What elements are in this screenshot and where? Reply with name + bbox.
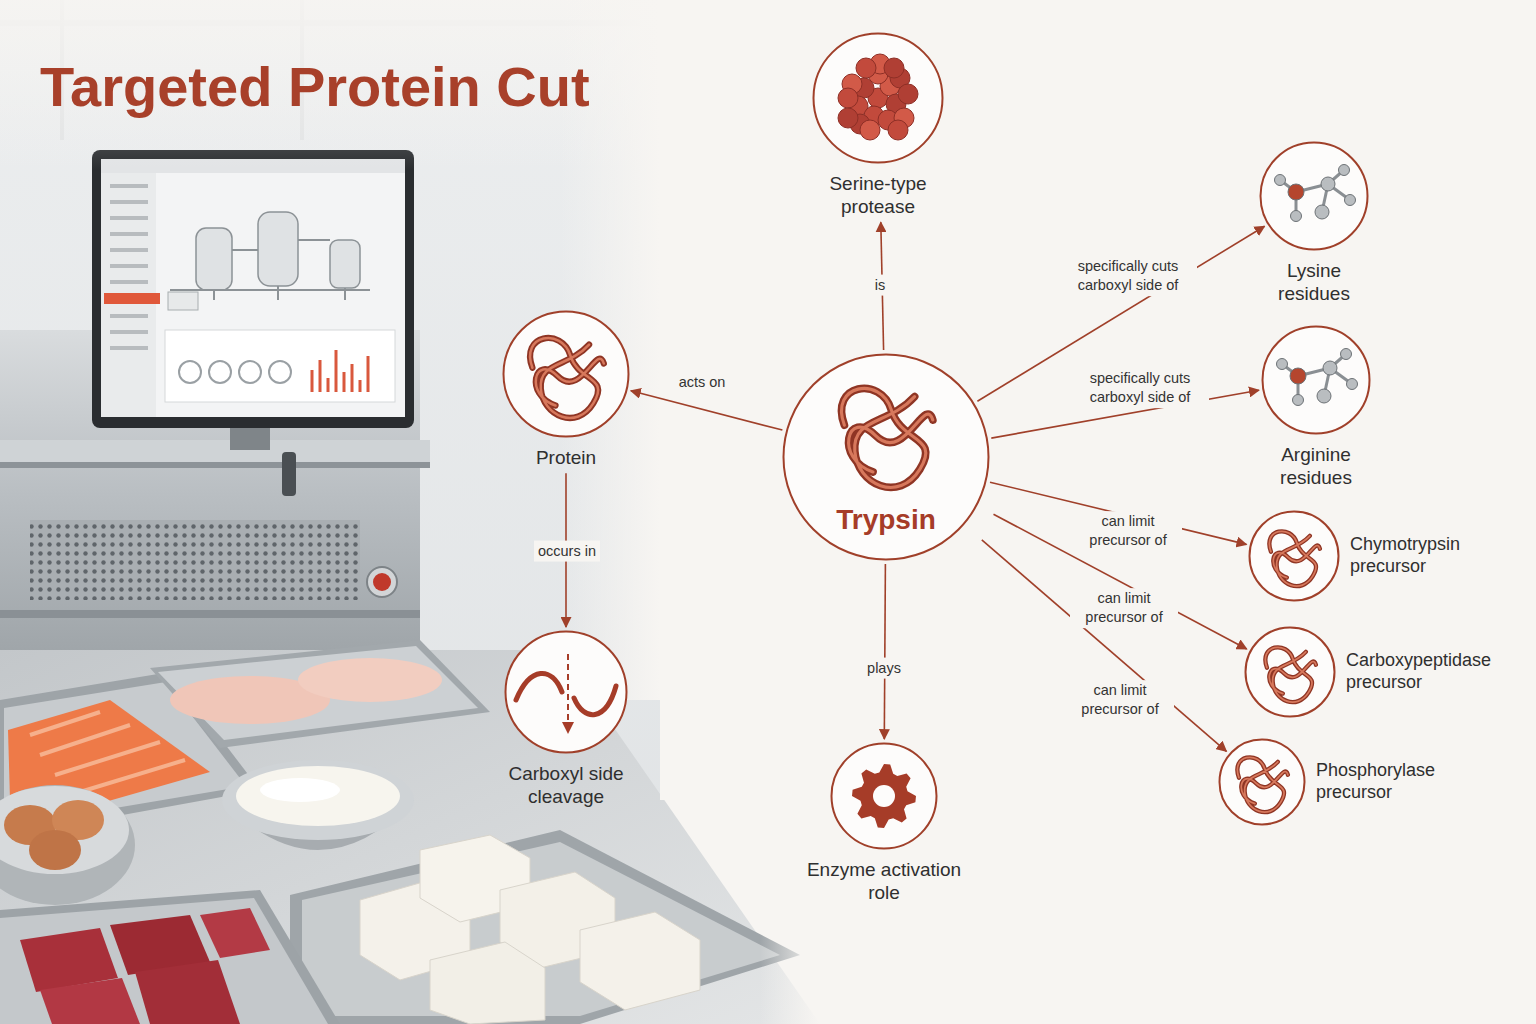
node-icon xyxy=(1237,757,1288,812)
node-icon xyxy=(1269,531,1320,586)
control-monitor xyxy=(92,150,414,450)
circle-outline xyxy=(812,32,944,164)
kitchen-illustration xyxy=(0,0,820,1024)
concept-circle: Enzyme activation role xyxy=(830,742,938,850)
node-label: Carboxypeptidase precursor xyxy=(1346,650,1516,694)
concept-circle: Carboxypeptidase precursor xyxy=(1244,626,1336,718)
edge-label: plays xyxy=(863,658,905,679)
node-label: Serine-type protease xyxy=(808,172,948,218)
node-label: Lysine residues xyxy=(1254,259,1374,305)
tofu-tray xyxy=(290,830,800,1024)
node-label: Carboxyl side cleavage xyxy=(491,762,641,808)
node-icon xyxy=(516,654,616,734)
node-icon xyxy=(530,338,604,418)
rice-bowl xyxy=(222,760,414,850)
concept-circle: Carboxyl side cleavage xyxy=(504,630,628,754)
concept-circle: Chymotrypsin precursor xyxy=(1248,510,1340,602)
edge-label: can limit precursor of xyxy=(1074,511,1182,551)
concept-circle: Arginine residues xyxy=(1261,325,1371,435)
circle-outline xyxy=(1244,626,1336,718)
circle-outline xyxy=(1248,510,1340,602)
chicken-tray xyxy=(150,640,490,748)
node-label: Protein xyxy=(501,446,631,469)
node-label: Chymotrypsin precursor xyxy=(1350,534,1480,578)
circle-outline xyxy=(830,742,938,850)
concept-circle: Lysine residues xyxy=(1259,141,1369,251)
node-icon xyxy=(842,388,933,487)
edge-label: specifically cuts carboxyl side of xyxy=(1059,256,1197,296)
edge-label: can limit precursor of xyxy=(1066,680,1174,720)
concept-circle: Protein xyxy=(502,310,630,438)
relation-arrow xyxy=(631,391,783,430)
concept-circle: Phosphorylase precursor xyxy=(1218,738,1306,826)
node-icon xyxy=(1277,349,1358,406)
node-label: Enzyme activation role xyxy=(797,858,972,904)
circle-outline xyxy=(504,630,628,754)
circle-outline xyxy=(1259,141,1369,251)
concept-circle: Serine-type protease xyxy=(812,32,944,164)
circle-outline xyxy=(502,310,630,438)
beef-tray xyxy=(0,890,340,1024)
relation-arrow xyxy=(982,540,1227,752)
edge-label: acts on xyxy=(675,372,730,393)
node-label: Phosphorylase precursor xyxy=(1316,760,1446,804)
diagram-title: Targeted Protein Cut xyxy=(40,54,590,119)
egg-bowl xyxy=(0,785,135,905)
edge-label: occurs in xyxy=(534,541,600,562)
processing-machine xyxy=(0,330,430,660)
node-icon xyxy=(1265,647,1316,702)
concept-circle: Trypsin xyxy=(782,353,990,561)
edge-label: can limit precursor of xyxy=(1070,588,1178,628)
node-icon xyxy=(838,54,918,140)
relation-arrow xyxy=(884,564,885,739)
node-title: Trypsin xyxy=(782,503,990,537)
side-fade xyxy=(760,800,820,1024)
node-label: Arginine residues xyxy=(1256,443,1376,489)
circle-outline xyxy=(1261,325,1371,435)
node-icon xyxy=(1275,165,1356,222)
circle-outline xyxy=(1218,738,1306,826)
node-icon xyxy=(852,764,916,828)
page-ground xyxy=(660,0,820,800)
edge-label: specifically cuts carboxyl side of xyxy=(1071,368,1209,408)
edge-label: is xyxy=(871,275,889,296)
